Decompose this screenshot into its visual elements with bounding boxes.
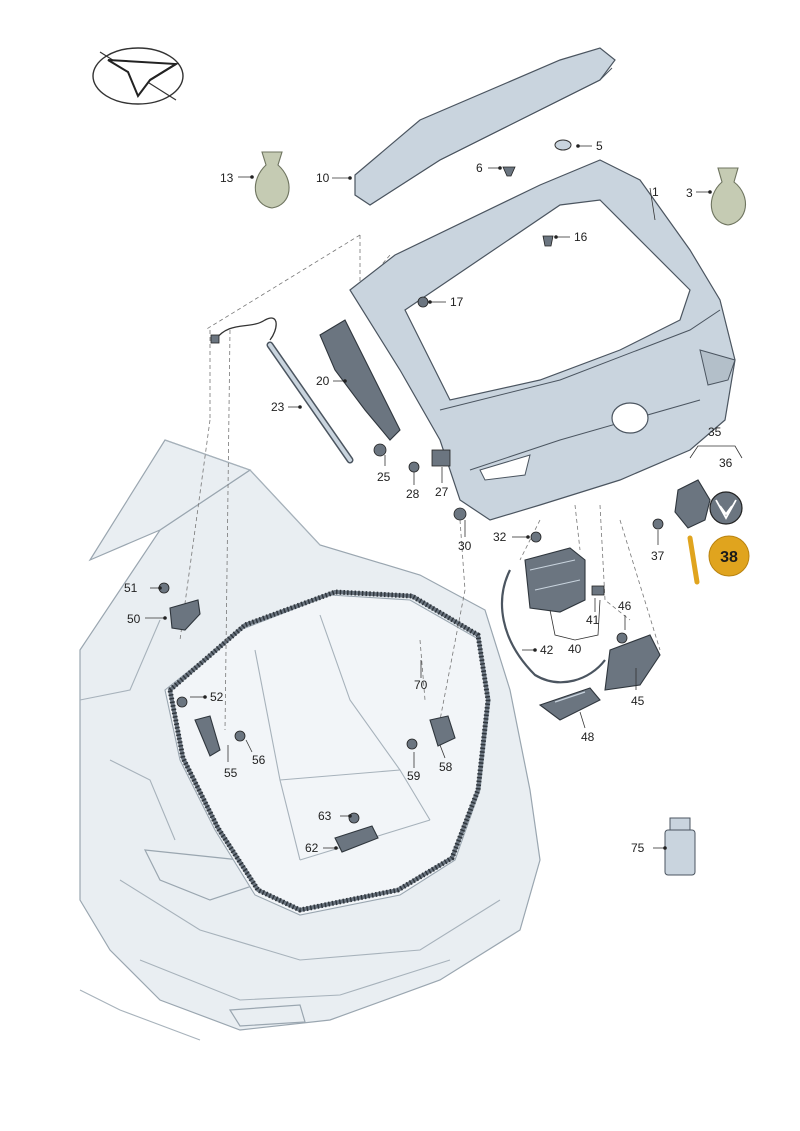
spoiler-part: [354, 47, 616, 206]
label-6: 6: [476, 161, 483, 175]
label-51: 51: [124, 581, 138, 595]
label-40: 40: [568, 642, 582, 656]
leader-dots: [158, 144, 712, 850]
label-10: 10: [316, 171, 330, 185]
tailgate-part: [349, 159, 736, 521]
label-42: 42: [540, 643, 554, 657]
label-36: 36: [719, 456, 733, 470]
label-58: 58: [439, 760, 453, 774]
label-46: 46: [618, 599, 632, 613]
label-59: 59: [407, 769, 421, 783]
emblem-assembly: [674, 479, 743, 585]
label-55: 55: [224, 766, 238, 780]
label-32: 32: [493, 530, 507, 544]
label-28: 28: [406, 487, 420, 501]
trim-panel-part: [319, 319, 401, 441]
label-37: 37: [651, 549, 665, 563]
label-48: 48: [581, 730, 595, 744]
label-13: 13: [220, 171, 234, 185]
label-56: 56: [252, 753, 266, 767]
label-1: 1: [652, 185, 659, 199]
assembly-guide-lines: [179, 234, 661, 731]
highlight-label: 38: [720, 549, 738, 566]
brackets: [169, 599, 456, 853]
label-35: 35: [708, 425, 722, 439]
label-45: 45: [631, 694, 645, 708]
label-41: 41: [586, 613, 600, 627]
part-labels: 1 3 5 6 10 13 16 17 20 23 25 28 27 30 32…: [124, 139, 733, 855]
manufacturer-logo-icon: [92, 47, 184, 105]
parts-bag-13-icon: [254, 151, 290, 209]
label-52: 52: [210, 690, 224, 704]
label-23: 23: [271, 400, 285, 414]
bottle-part: [664, 817, 696, 876]
gas-strut-part: [210, 317, 354, 464]
release-cable-part: [500, 569, 606, 684]
label-20: 20: [316, 374, 330, 388]
car-body-outline: [79, 439, 541, 1041]
highlighted-cable-part: [687, 535, 700, 585]
label-62: 62: [305, 841, 319, 855]
label-27: 27: [435, 485, 449, 499]
vw-badge-icon: [709, 491, 743, 525]
handle-part: [538, 687, 601, 721]
label-50: 50: [127, 612, 141, 626]
label-5: 5: [596, 139, 603, 153]
label-70: 70: [414, 678, 428, 692]
highlight-callout: 38: [708, 535, 750, 577]
lock-motor-part: [524, 547, 605, 613]
parts-bag-3-icon: [710, 167, 747, 226]
label-17: 17: [450, 295, 464, 309]
label-16: 16: [574, 230, 588, 244]
label-25: 25: [377, 470, 391, 484]
leader-lines: [145, 145, 743, 849]
small-fasteners: [158, 139, 664, 824]
label-63: 63: [318, 809, 332, 823]
latch-part: [604, 634, 661, 691]
label-3: 3: [686, 186, 693, 200]
label-75: 75: [631, 841, 645, 855]
label-30: 30: [458, 539, 472, 553]
